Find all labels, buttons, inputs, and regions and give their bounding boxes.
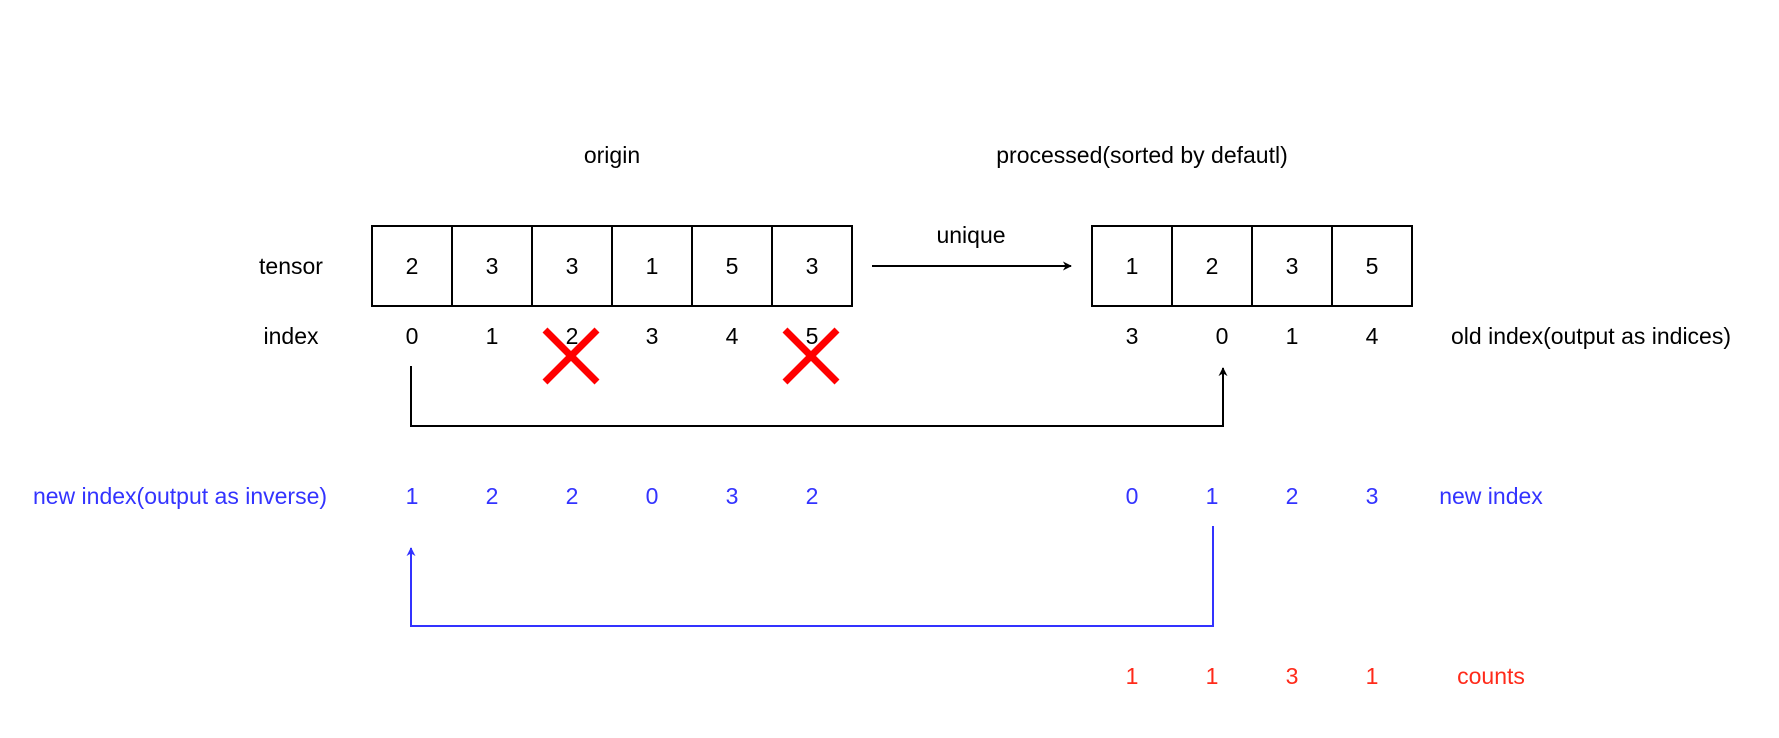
removed-duplicate-cross-icon: [782, 327, 840, 385]
old-index-value: 4: [1366, 323, 1379, 349]
removed-duplicate-cross-icon: [542, 327, 600, 385]
inverse-index-value: 0: [646, 483, 659, 509]
origin-index-value: 1: [486, 323, 499, 349]
processed-new-index-value: 1: [1206, 483, 1219, 509]
new-index-inverse-label: new index(output as inverse): [33, 483, 327, 509]
old-index-row: 3 0 1 4: [1126, 323, 1379, 349]
origin-tensor-value: 2: [406, 253, 419, 279]
processed-new-index-value: 0: [1126, 483, 1139, 509]
origin-title: origin: [584, 142, 640, 168]
processed-tensor-array: 1 2 3 5: [1091, 225, 1413, 307]
inverse-index-value: 2: [566, 483, 579, 509]
origin-cell-4: [691, 225, 773, 307]
inverse-index-value: 2: [486, 483, 499, 509]
count-value: 1: [1206, 663, 1219, 689]
inverse-index-value: 3: [726, 483, 739, 509]
index-mapping-arrow: [410, 366, 1228, 427]
old-index-value: 0: [1216, 323, 1229, 349]
origin-index-value: 4: [726, 323, 739, 349]
origin-tensor-array: 2 3 3 1 5 3: [371, 225, 853, 307]
new-index-label: new index: [1439, 483, 1543, 509]
inverse-index-value: 2: [806, 483, 819, 509]
old-index-label: old index(output as indices): [1451, 323, 1731, 349]
origin-cell-2: [531, 225, 613, 307]
processed-cell-0: [1091, 225, 1173, 307]
old-index-value: 3: [1126, 323, 1139, 349]
count-value: 1: [1126, 663, 1139, 689]
counts-row: 1 1 3 1: [1126, 663, 1379, 689]
processed-tensor-value: 1: [1126, 253, 1139, 279]
origin-cell-1: [451, 225, 533, 307]
origin-index-value: 2: [566, 323, 579, 349]
origin-tensor-value: 3: [566, 253, 579, 279]
processed-new-index-value: 3: [1366, 483, 1379, 509]
tensor-row-label: tensor: [259, 253, 323, 279]
origin-cell-5: [771, 225, 853, 307]
inverse-index-row: 1 2 2 0 3 2: [406, 483, 819, 509]
inverse-mapping-arrow: [406, 526, 1214, 627]
origin-index-row: 0 1 2 3 4 5: [406, 323, 819, 349]
count-value: 3: [1286, 663, 1299, 689]
processed-title: processed(sorted by defautl): [996, 142, 1288, 168]
processed-cell-2: [1251, 225, 1333, 307]
processed-tensor-value: 5: [1366, 253, 1379, 279]
origin-tensor-value: 1: [646, 253, 659, 279]
origin-cell-0: [371, 225, 453, 307]
origin-tensor-value: 3: [806, 253, 819, 279]
processed-new-index-value: 2: [1286, 483, 1299, 509]
origin-index-value: 0: [406, 323, 419, 349]
processed-tensor-value: 2: [1206, 253, 1219, 279]
old-index-value: 1: [1286, 323, 1299, 349]
inverse-index-value: 1: [406, 483, 419, 509]
unique-arrow-label: unique: [936, 222, 1005, 248]
origin-index-value: 3: [646, 323, 659, 349]
origin-tensor-value: 5: [726, 253, 739, 279]
processed-new-index-row: 0 1 2 3: [1126, 483, 1379, 509]
count-value: 1: [1366, 663, 1379, 689]
processed-tensor-value: 3: [1286, 253, 1299, 279]
index-row-label: index: [264, 323, 319, 349]
counts-label: counts: [1457, 663, 1525, 689]
processed-cell-3: [1331, 225, 1413, 307]
origin-index-value: 5: [806, 323, 819, 349]
origin-tensor-value: 3: [486, 253, 499, 279]
